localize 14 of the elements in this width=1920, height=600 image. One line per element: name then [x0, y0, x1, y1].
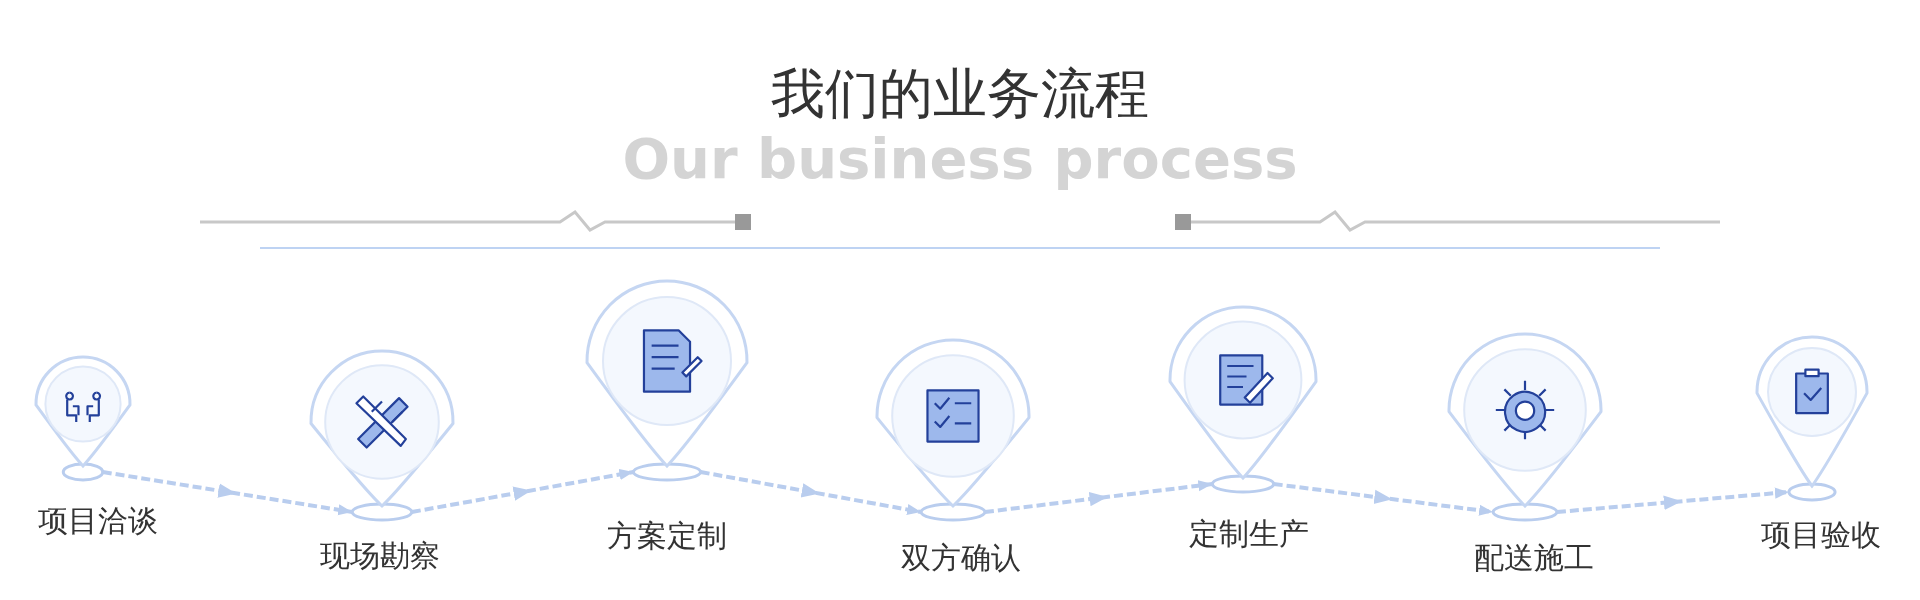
dashed-arrow: [700, 470, 922, 515]
step-label: 现场勘察: [320, 538, 440, 572]
step-label: 方案定制: [607, 518, 727, 552]
dashed-arrow: [1273, 482, 1494, 516]
title: 我们的业务流程: [770, 64, 1150, 124]
step-label: 项目洽谈: [38, 503, 158, 537]
dashed-arrow: [1556, 487, 1790, 514]
step-label: 配送施工: [1474, 540, 1594, 574]
dashed-arrow: [984, 480, 1213, 514]
dashed-arrow: [411, 469, 634, 514]
step-label: 定制生产: [1189, 516, 1309, 550]
dashed-arrow: [102, 470, 353, 516]
step-label: 双方确认: [901, 540, 1021, 574]
step-label: 项目验收: [1761, 517, 1881, 551]
